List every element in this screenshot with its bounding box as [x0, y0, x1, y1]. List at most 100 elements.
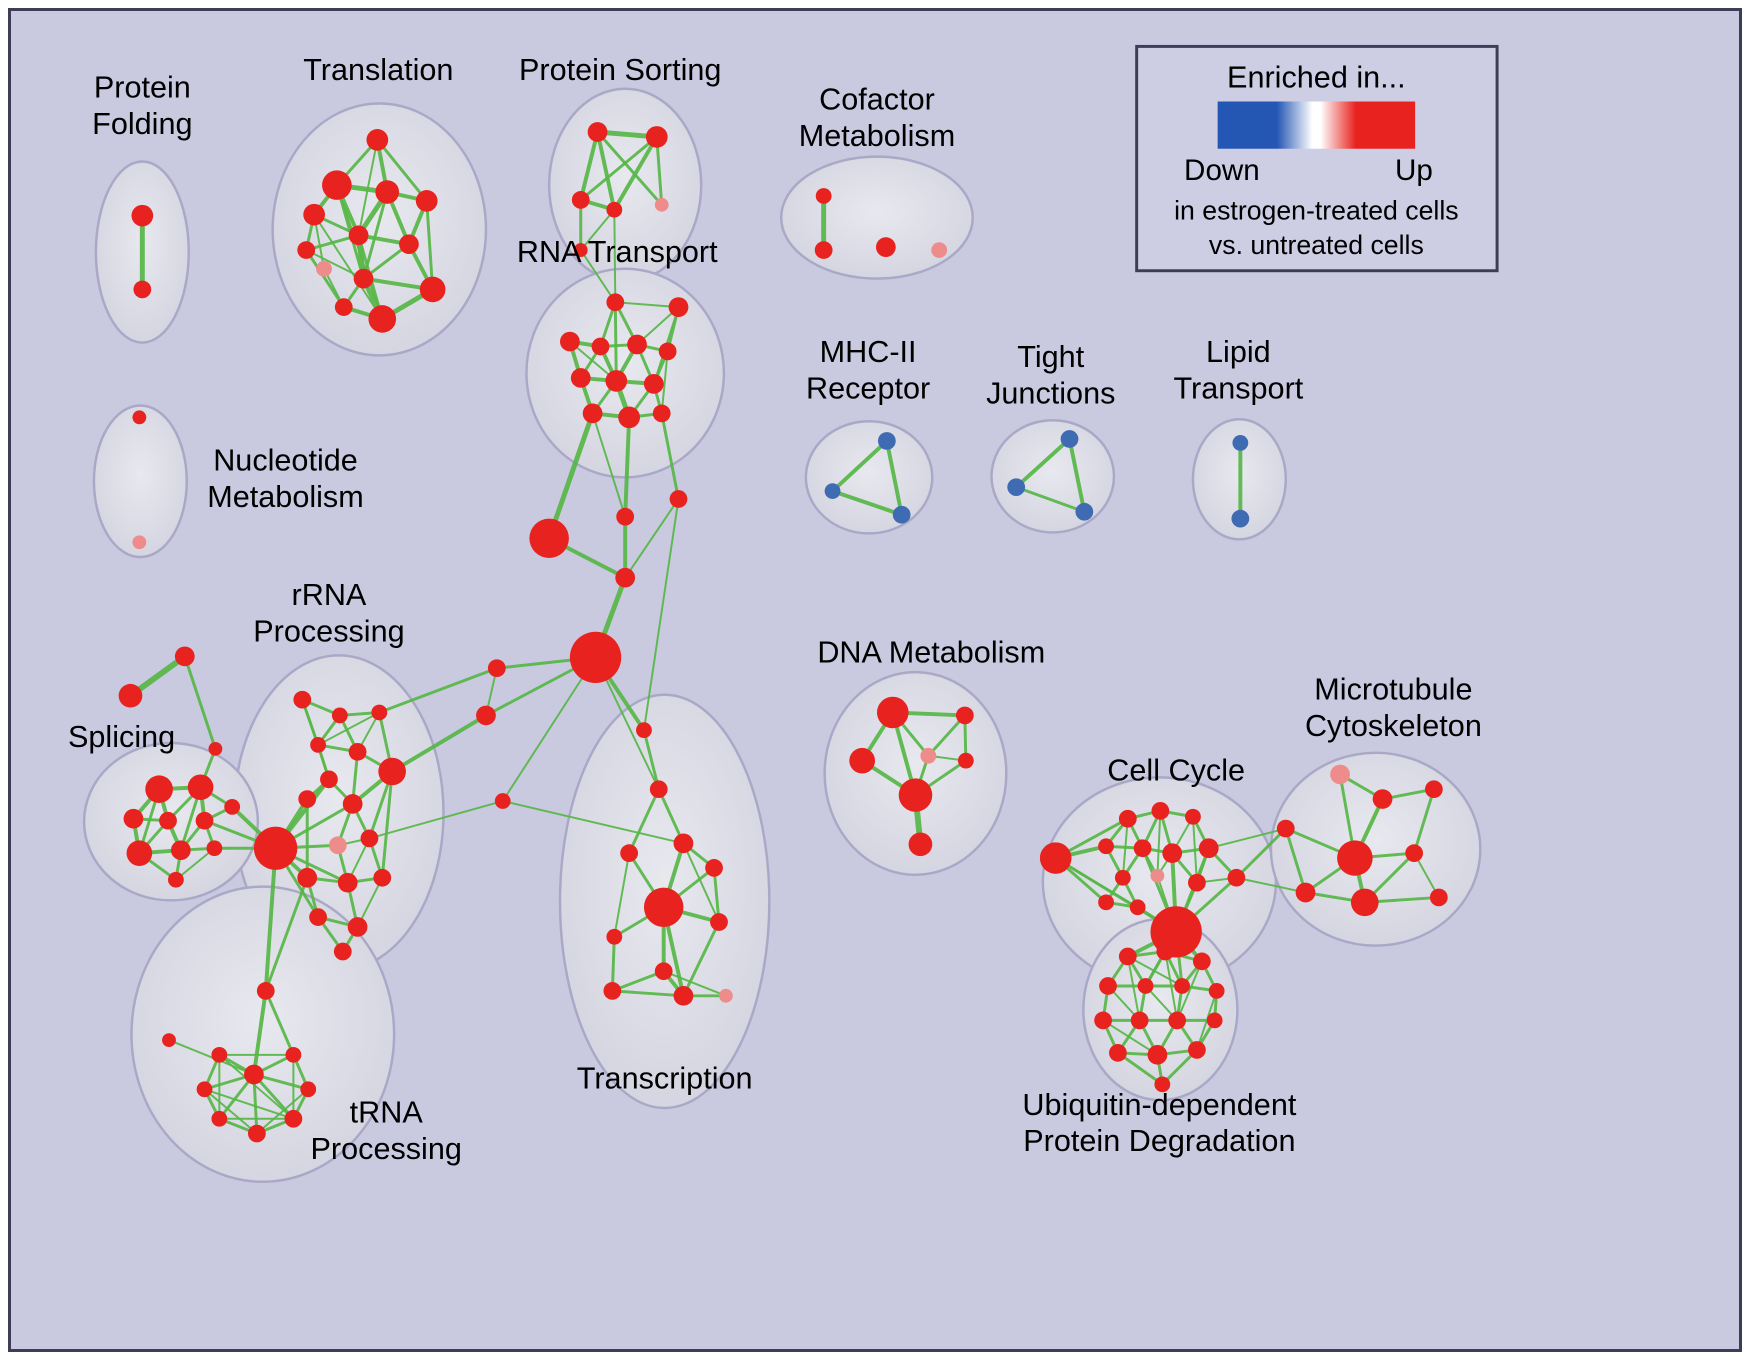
node-c14[interactable] — [1227, 868, 1246, 887]
node-tr2[interactable] — [256, 982, 275, 1000]
node-h8[interactable] — [494, 793, 511, 809]
node-t9[interactable] — [316, 260, 332, 277]
node-c2[interactable] — [1118, 809, 1137, 828]
node-m7[interactable] — [1295, 882, 1316, 903]
node-t11[interactable] — [419, 276, 446, 303]
node-tj3[interactable] — [1075, 502, 1094, 521]
node-nm2[interactable] — [132, 535, 147, 550]
node-m8[interactable] — [1350, 888, 1379, 917]
node-c8[interactable] — [1198, 838, 1219, 859]
node-r15[interactable] — [373, 868, 392, 887]
node-r16[interactable] — [309, 908, 327, 926]
node-tr4[interactable] — [211, 1046, 228, 1063]
node-c9[interactable] — [1114, 869, 1131, 886]
node-r13[interactable] — [297, 867, 318, 888]
node-r6[interactable] — [348, 742, 367, 761]
node-u13[interactable] — [1147, 1044, 1168, 1065]
node-rt11[interactable] — [618, 406, 640, 429]
node-tc12[interactable] — [718, 988, 733, 1003]
node-m2[interactable] — [1372, 789, 1393, 809]
node-t7[interactable] — [348, 225, 369, 246]
node-tj1[interactable] — [1060, 430, 1079, 448]
node-u6[interactable] — [1174, 978, 1190, 994]
node-rt2[interactable] — [668, 297, 689, 317]
node-t4[interactable] — [375, 180, 400, 204]
node-r3[interactable] — [331, 707, 348, 724]
node-tr10[interactable] — [247, 1124, 266, 1143]
node-r12[interactable] — [360, 829, 379, 848]
node-rt3[interactable] — [560, 331, 580, 352]
node-rt5[interactable] — [627, 334, 647, 355]
node-rt1[interactable] — [606, 293, 625, 312]
node-rt4[interactable] — [591, 337, 610, 356]
node-d7[interactable] — [908, 832, 933, 857]
node-r11[interactable] — [328, 836, 347, 855]
node-u3[interactable] — [1192, 952, 1211, 971]
node-ps6[interactable] — [573, 243, 588, 257]
node-r17[interactable] — [347, 917, 368, 937]
node-r10[interactable] — [342, 794, 363, 814]
node-u8[interactable] — [1094, 1011, 1112, 1030]
node-ps1[interactable] — [587, 122, 608, 142]
node-u12[interactable] — [1109, 1044, 1127, 1062]
node-m4[interactable] — [1276, 819, 1295, 838]
node-s8[interactable] — [206, 840, 223, 857]
node-tr3[interactable] — [244, 1064, 264, 1085]
node-tr9[interactable] — [284, 1109, 303, 1128]
node-u15[interactable] — [1154, 1076, 1171, 1093]
node-d4[interactable] — [920, 747, 937, 764]
node-tr8[interactable] — [211, 1110, 228, 1127]
node-mh3[interactable] — [892, 505, 911, 524]
node-c10[interactable] — [1150, 868, 1165, 883]
node-u10[interactable] — [1168, 1011, 1187, 1030]
node-s6[interactable] — [126, 840, 153, 866]
node-h2[interactable] — [616, 507, 635, 526]
node-u5[interactable] — [1137, 978, 1154, 994]
node-d1[interactable] — [876, 696, 909, 729]
node-tj2[interactable] — [1007, 478, 1026, 497]
node-ps2[interactable] — [645, 126, 668, 148]
node-rt10[interactable] — [582, 403, 603, 424]
node-t2[interactable] — [322, 170, 352, 200]
node-tr5[interactable] — [285, 1046, 302, 1063]
node-tc8[interactable] — [606, 928, 623, 945]
node-f3[interactable] — [208, 741, 223, 756]
node-r8[interactable] — [320, 770, 338, 789]
node-tc5[interactable] — [705, 859, 723, 877]
node-tc11[interactable] — [673, 985, 694, 1006]
node-s2[interactable] — [187, 774, 214, 801]
node-tc7[interactable] — [710, 913, 728, 931]
node-s4[interactable] — [159, 811, 177, 830]
node-t10[interactable] — [353, 268, 374, 289]
node-rt8[interactable] — [605, 370, 628, 392]
node-u1[interactable] — [1118, 947, 1137, 966]
node-h1[interactable] — [529, 518, 569, 559]
node-m1[interactable] — [1330, 764, 1350, 785]
node-u2[interactable] — [1156, 942, 1175, 961]
node-u14[interactable] — [1188, 1041, 1206, 1059]
node-m5[interactable] — [1337, 840, 1373, 876]
node-r5[interactable] — [310, 737, 326, 753]
node-tc2[interactable] — [649, 780, 668, 799]
node-s3[interactable] — [123, 808, 144, 829]
node-tc10[interactable] — [603, 982, 622, 1000]
node-tc9[interactable] — [654, 962, 673, 981]
node-m9[interactable] — [1429, 888, 1448, 907]
node-t13[interactable] — [334, 298, 353, 316]
node-s7[interactable] — [170, 840, 191, 861]
node-f2[interactable] — [118, 683, 143, 708]
node-rt12[interactable] — [652, 404, 671, 423]
node-f1[interactable] — [174, 646, 195, 667]
node-mh2[interactable] — [824, 483, 841, 499]
node-u11[interactable] — [1206, 1012, 1223, 1029]
node-h7[interactable] — [476, 705, 496, 726]
node-tc1[interactable] — [636, 722, 652, 739]
node-u4[interactable] — [1099, 977, 1117, 995]
node-t1[interactable] — [366, 129, 389, 151]
node-h3[interactable] — [669, 490, 688, 508]
node-d6[interactable] — [898, 778, 933, 812]
node-s10[interactable] — [224, 799, 241, 815]
node-tr1[interactable] — [162, 1033, 176, 1047]
node-c11[interactable] — [1188, 873, 1206, 892]
node-h4[interactable] — [615, 567, 636, 588]
